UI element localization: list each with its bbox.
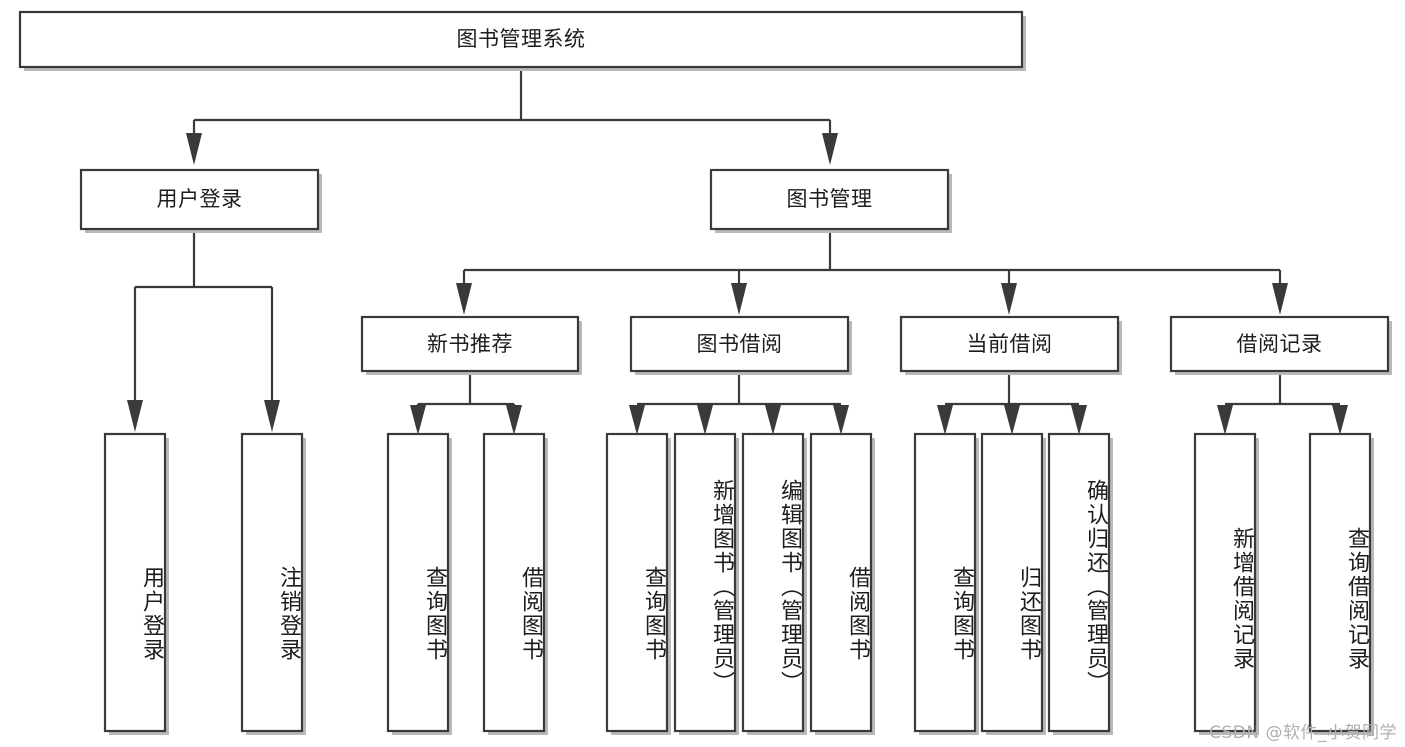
connector-group-book-borrow — [629, 375, 849, 435]
leaf-current-borrow-1-box[interactable] — [913, 432, 977, 733]
arrowhead-currentborrow-leaf-1 — [937, 405, 953, 435]
connector-group-current-borrow — [937, 375, 1087, 435]
arrowhead-borrowrecord-leaf-1 — [1217, 405, 1233, 435]
arrowhead-userlogin-leaf-1 — [127, 400, 143, 432]
connector-group-borrow-record — [1217, 375, 1348, 435]
arrowhead-to-book-borrow — [731, 283, 747, 315]
arrowhead-to-borrow-record — [1272, 283, 1288, 315]
arrowhead-userlogin-leaf-2 — [264, 400, 280, 432]
connector-group-book-manage — [456, 233, 1288, 315]
leaf-book-borrow-2-box[interactable] — [673, 432, 737, 733]
borrow-record-box[interactable] — [1169, 315, 1390, 373]
arrowhead-to-user-login — [186, 133, 202, 165]
leaf-current-borrow-2-box[interactable] — [980, 432, 1044, 733]
leaf-new-book-2-box[interactable] — [482, 432, 546, 733]
book-manage-box[interactable] — [709, 168, 950, 231]
arrowhead-bookborrow-leaf-4 — [833, 405, 849, 435]
arrowhead-currentborrow-leaf-2 — [1004, 405, 1020, 435]
leaf-book-borrow-3-box[interactable] — [741, 432, 805, 733]
arrowhead-to-new-book — [456, 283, 472, 315]
root-box[interactable] — [18, 10, 1024, 69]
book-borrow-box[interactable] — [629, 315, 850, 373]
arrowhead-newbook-leaf-1 — [410, 405, 426, 435]
leaf-new-book-1-box[interactable] — [386, 432, 450, 733]
arrowhead-to-book-manage — [822, 133, 838, 165]
leaf-borrow-record-1-box[interactable] — [1193, 432, 1257, 733]
user-login-box[interactable] — [79, 168, 320, 231]
leaf-borrow-record-2-box[interactable] — [1308, 432, 1372, 733]
arrowhead-bookborrow-leaf-3 — [765, 405, 781, 435]
leaf-book-borrow-4-box[interactable] — [809, 432, 873, 733]
arrowhead-currentborrow-leaf-3 — [1071, 405, 1087, 435]
arrowhead-borrowrecord-leaf-2 — [1332, 405, 1348, 435]
leaf-book-borrow-1-box[interactable] — [605, 432, 669, 733]
arrowhead-bookborrow-leaf-2 — [697, 405, 713, 435]
connector-group-user-login — [127, 233, 280, 432]
connector-group-new-book — [410, 375, 522, 435]
current-borrow-box[interactable] — [899, 315, 1120, 373]
new-book-box[interactable] — [360, 315, 580, 373]
arrowhead-newbook-leaf-2 — [506, 405, 522, 435]
arrowhead-to-current-borrow — [1001, 283, 1017, 315]
leaf-user-login-2-box[interactable] — [240, 432, 304, 733]
leaf-current-borrow-3-box[interactable] — [1047, 432, 1111, 733]
leaf-user-login-1-box[interactable] — [103, 432, 167, 733]
csdn-watermark: CSDN @软件_小贺同学 — [1209, 723, 1397, 743]
arrowhead-bookborrow-leaf-1 — [629, 405, 645, 435]
connector-group-root — [186, 67, 838, 165]
